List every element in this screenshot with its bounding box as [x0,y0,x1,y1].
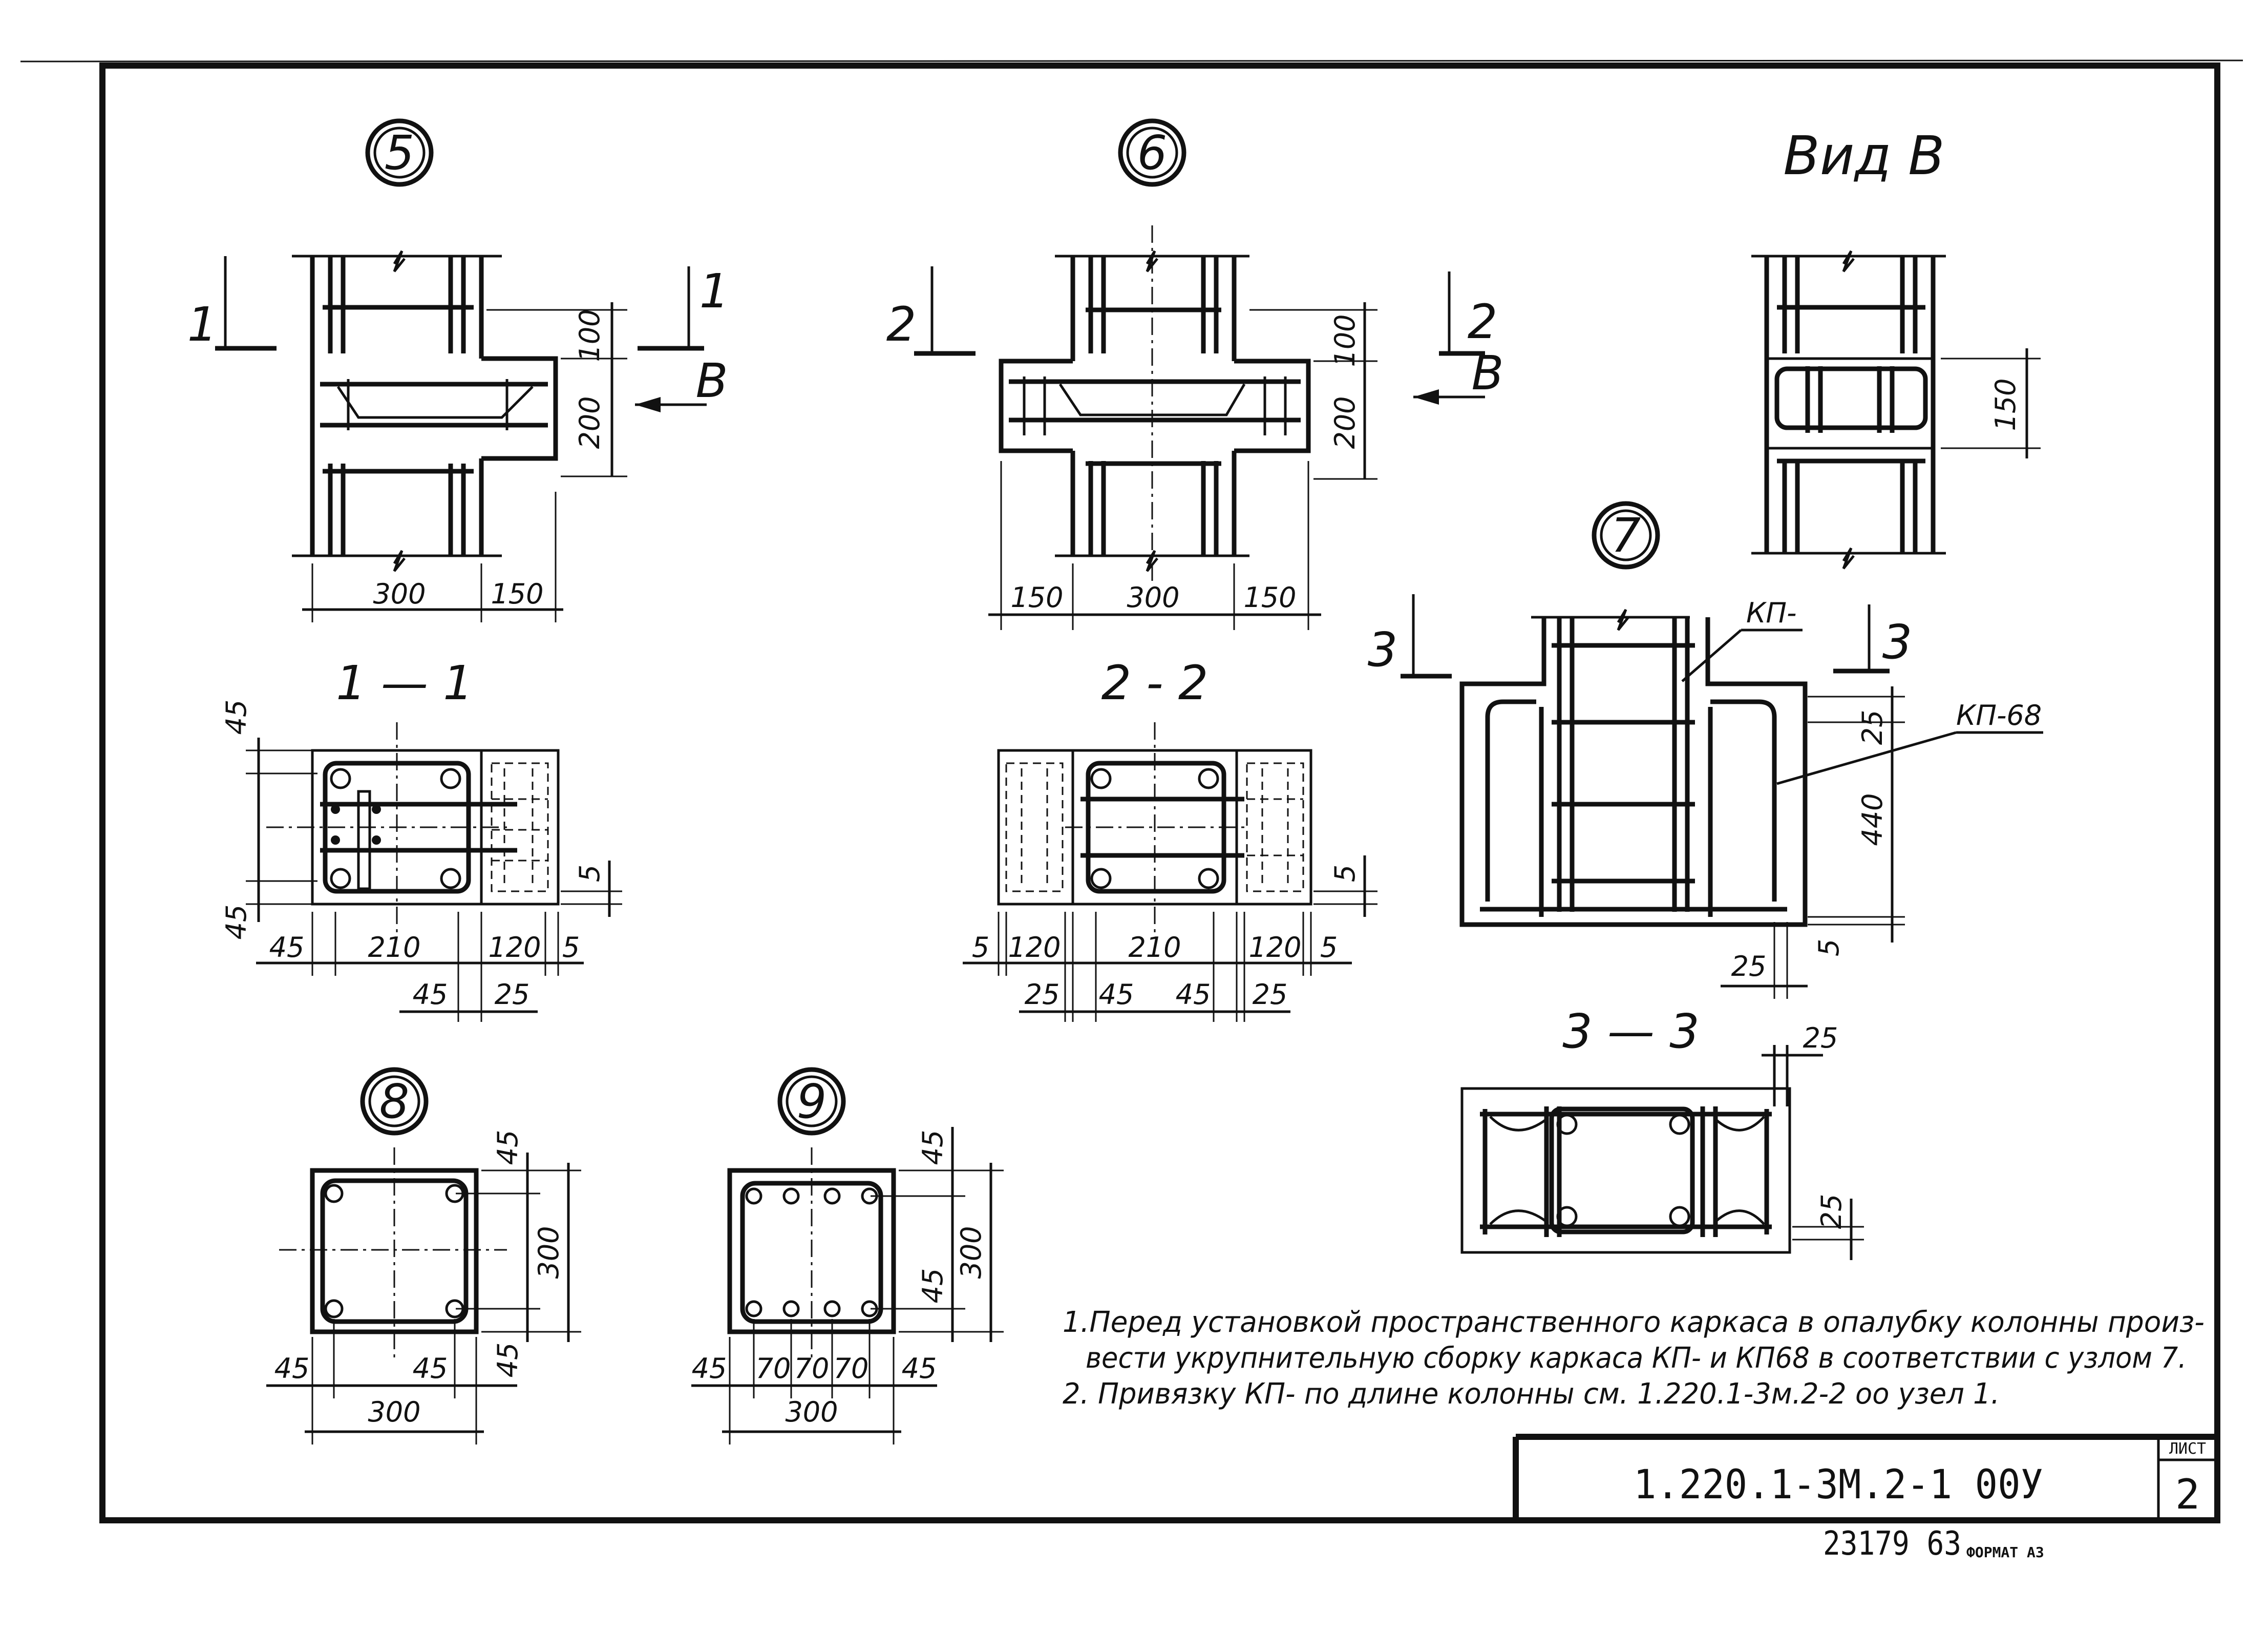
node-6-label: 6 [1137,125,1168,180]
section-2-2-title: 2 - 2 [1101,656,1209,710]
dim-150-n6-left: 150 [1010,581,1063,614]
dim-5-s11-b: 5 [562,931,580,964]
dim-5-s11-right: 5 [574,865,606,882]
node-8-label: 8 [379,1074,410,1129]
dim-25-s33-top: 25 [1803,1022,1838,1054]
node-7: 7 3 3 КП- КП-68 25 [1368,501,2043,999]
dim-210-s11: 210 [368,931,420,964]
dim-100-n6: 100 [1329,314,1361,367]
dim-45-n8-bot: 45 [492,1343,524,1378]
title-sheet-number: 2 [2175,1471,2200,1518]
dim-25-n7-h: 25 [1731,950,1767,982]
dim-200-n5: 200 [574,396,606,449]
dim-25-s22-r: 25 [1253,978,1288,1011]
dim-45-n8-b1: 45 [274,1352,310,1385]
dim-300-n8-v: 300 [533,1226,565,1279]
dim-45-s11-top: 45 [220,700,252,735]
dim-70-n9-2: 70 [794,1352,830,1385]
dim-25-s11: 25 [495,978,530,1011]
section-3-3: 3 — 3 25 25 [1460,1004,1864,1260]
dim-150-n6-right: 150 [1243,581,1296,614]
sheet-frame [99,62,2220,1523]
dim-300-n9-h: 300 [785,1396,838,1428]
dim-5-s22-b1: 5 [972,931,989,964]
node-5-label: 5 [385,125,415,180]
section-1-right: 1 [700,264,730,319]
cage-label-kp: КП- [1746,597,1796,629]
section-3-left: 3 [1368,622,1398,677]
dim-70-n9-1: 70 [756,1352,791,1385]
dim-200-n6: 200 [1329,396,1361,449]
dim-100-n5: 100 [574,309,606,362]
node-9: 9 45 45 300 45 70 70 70 45 [691,1067,1004,1444]
section-1-1: 1 — 1 45 45 5 [220,656,622,1022]
section-3-right: 3 [1882,615,1913,669]
section-3-3-title: 3 — 3 [1562,1004,1700,1059]
dim-210-s22: 210 [1128,931,1181,964]
inventory-number: 23179 63 [1823,1525,1961,1563]
note-line-2: вести укрупнительную сборку каркаса КП- … [1086,1342,2187,1375]
node-8: 8 45 300 45 45 45 300 [266,1067,581,1444]
format-label: ФОРМАТ А3 [1966,1544,2044,1561]
dim-45-n9-b2: 45 [902,1352,937,1385]
node-5: 5 1 1 В [187,118,730,622]
dim-300-n6: 300 [1127,581,1179,614]
dim-120-s22-l: 120 [1008,931,1061,964]
section-1-left: 1 [187,297,218,352]
dim-45-s22-r: 45 [1176,978,1211,1011]
view-b: Вид В 150 [1751,124,2041,570]
note-line-3: 2. Привязку КП- по длине колонны см. 1.2… [1063,1377,2000,1411]
cage-label-kp68: КП-68 [1956,699,2042,731]
section-2-right: 2 [1468,295,1498,349]
dim-120-s11: 120 [488,931,541,964]
title-sheet-label: ЛИСТ [2169,1440,2206,1458]
dim-5-n7: 5 [1813,939,1845,956]
dim-45-s11-bot: 45 [220,905,252,940]
node-6: 6 2 2 В [886,118,1504,630]
title-block: 1.220.1-3М.2-1 00У ЛИСТ 2 [1513,1434,2217,1520]
dim-25-s22-l: 25 [1025,978,1060,1011]
dim-150-n5: 150 [491,578,543,610]
dim-45-n8-b2: 45 [413,1352,448,1385]
dim-45-s11-b1: 45 [269,931,305,964]
dim-300-n8-h: 300 [368,1396,420,1428]
dim-5-s22-right: 5 [1329,865,1361,882]
dim-300-n9-v: 300 [955,1226,987,1279]
dim-45-n9-b1: 45 [692,1352,727,1385]
dim-25-s33-right: 25 [1815,1194,1848,1229]
dim-150-view-b: 150 [1989,378,2022,431]
dim-5-s22-b2: 5 [1320,931,1338,964]
dim-45-n9-top: 45 [917,1130,949,1165]
section-2-2: 2 - 2 5 5 [963,656,1377,1022]
title-designation: 1.220.1-3М.2-1 00У [1634,1462,2043,1508]
dim-25-n7-v: 25 [1856,710,1889,745]
view-arrow-b-6: В [1471,346,1503,401]
node-7-label: 7 [1611,508,1641,563]
section-2-left: 2 [886,297,917,352]
dim-45-n8-top: 45 [492,1130,524,1165]
dim-300-n5: 300 [373,578,426,610]
dim-45-n9-mid: 45 [917,1268,949,1304]
node-9-label: 9 [797,1074,827,1129]
note-line-1: 1.Перед установкой пространственного кар… [1063,1306,2205,1339]
view-b-title: Вид В [1783,124,1944,187]
dim-70-n9-3: 70 [834,1352,869,1385]
dim-45-s22-l: 45 [1099,978,1134,1011]
notes: 1.Перед установкой пространственного кар… [1063,1306,2205,1411]
section-1-1-title: 1 — 1 [336,656,473,710]
dim-45-s11-b2: 45 [413,978,448,1011]
dim-120-s22-r: 120 [1248,931,1301,964]
dim-440-n7: 440 [1856,793,1889,846]
view-arrow-b-5: В [695,353,728,408]
